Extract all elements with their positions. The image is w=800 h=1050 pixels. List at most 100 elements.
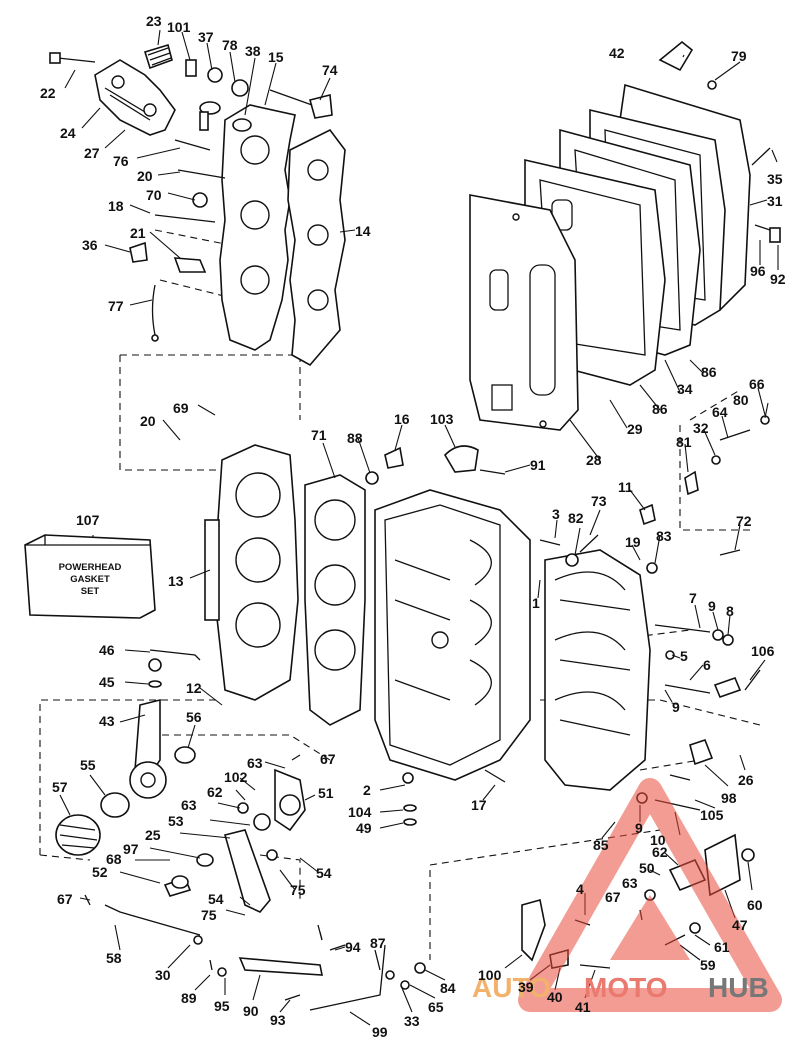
callout-label: 20 (140, 413, 156, 429)
callout-label: 62 (207, 784, 223, 800)
callout-label: 17 (471, 797, 487, 813)
callout-label: 34 (677, 381, 693, 397)
callout-label: 82 (568, 510, 584, 526)
callout-label: 47 (732, 917, 748, 933)
callout-label: 38 (245, 43, 261, 59)
callout-label: 58 (106, 950, 122, 966)
callout-label: 9 (672, 699, 680, 715)
callout-label: 12 (186, 680, 202, 696)
callout-label: 54 (208, 891, 224, 907)
callout-label: 71 (311, 427, 327, 443)
callout-label: 2 (363, 782, 371, 798)
callout-label: 68 (106, 851, 122, 867)
callout-label: 23 (146, 13, 162, 29)
callout-label: 27 (84, 145, 100, 161)
callout-label: 77 (108, 298, 124, 314)
callout-label: 25 (145, 827, 161, 843)
callout-label: 67 (320, 751, 336, 767)
top-left-hardware (49, 43, 333, 342)
exhaust-covers (469, 40, 781, 431)
callout-label: 37 (198, 29, 214, 45)
callout-label: 18 (108, 198, 124, 214)
callout-label: 67 (57, 891, 73, 907)
callout-label: 74 (322, 62, 338, 78)
callout-label: 46 (99, 642, 115, 658)
cylinder-block (204, 444, 651, 791)
callout-label: 52 (92, 864, 108, 880)
callout-label: 5 (680, 648, 688, 664)
callout-label: 81 (676, 434, 692, 450)
callout-label: 67 (605, 889, 621, 905)
callout-label: 75 (290, 882, 306, 898)
powerhead-gasket-set-box: POWERHEAD GASKET SET (24, 534, 156, 619)
callout-label: 104 (348, 804, 372, 820)
callout-label: 63 (247, 755, 263, 771)
callout-label: 7 (689, 590, 697, 606)
callout-label: 91 (530, 457, 546, 473)
callout-label: 78 (222, 37, 238, 53)
callout-label: 33 (404, 1013, 420, 1029)
callout-label: 50 (639, 860, 655, 876)
callout-label: 99 (372, 1024, 388, 1040)
callout-label: 32 (693, 420, 709, 436)
center-hardware (365, 415, 770, 826)
callout-label: 9 (708, 598, 716, 614)
thermostat-cover-plate (94, 59, 176, 136)
callout-label: 79 (731, 48, 747, 64)
callout-label: 105 (700, 807, 724, 823)
callout-label: 20 (137, 168, 153, 184)
callout-label: 62 (652, 844, 668, 860)
callout-label: 15 (268, 49, 284, 65)
callout-label: 72 (736, 513, 752, 529)
callout-label: 95 (214, 998, 230, 1014)
watermark-logo: AUTO MOTO HUB (472, 778, 782, 1012)
callout-label: 100 (478, 967, 502, 983)
callout-label: 85 (593, 837, 609, 853)
watermark-moto: MOTO (584, 972, 667, 1003)
callout-label: 107 (76, 512, 100, 528)
callout-label: 28 (586, 452, 602, 468)
callout-label: 31 (767, 193, 783, 209)
callout-label: 43 (99, 713, 115, 729)
callout-label: 60 (747, 897, 763, 913)
callout-label: 45 (99, 674, 115, 690)
callout-label: 51 (318, 785, 334, 801)
callout-label: 73 (591, 493, 607, 509)
callout-label: 56 (186, 709, 202, 725)
callout-label: 19 (625, 534, 641, 550)
callout-label: 53 (168, 813, 184, 829)
callout-label: 76 (113, 153, 129, 169)
callout-label: 61 (714, 939, 730, 955)
watermark-auto: AUTO (472, 972, 551, 1003)
callout-label: 11 (618, 479, 633, 495)
callout-label: 30 (155, 967, 171, 983)
callout-label: 87 (370, 935, 386, 951)
callout-label: 10 (650, 832, 666, 848)
callout-label: 97 (123, 841, 139, 857)
callout-label: 57 (52, 779, 68, 795)
callout-label: 94 (345, 939, 361, 955)
callout-label: 55 (80, 757, 96, 773)
callout-label: 92 (770, 271, 786, 287)
callout-label: 80 (733, 392, 749, 408)
callout-label: 98 (721, 790, 737, 806)
callout-label: 35 (767, 171, 783, 187)
callout-label: 75 (201, 907, 217, 923)
callout-label: 90 (243, 1003, 259, 1019)
watermark-hub: HUB (708, 972, 769, 1003)
callout-label: 59 (700, 957, 716, 973)
callout-label: 6 (703, 657, 711, 673)
callout-label: 8 (726, 603, 734, 619)
callout-label: 69 (173, 400, 189, 416)
callout-label: 96 (750, 263, 766, 279)
callout-label: 29 (627, 421, 643, 437)
gasket-box-line3: SET (81, 586, 100, 597)
callout-label: 21 (130, 225, 146, 241)
callout-label: 103 (430, 411, 454, 427)
callout-label: 24 (60, 125, 76, 141)
callout-label: 89 (181, 990, 197, 1006)
callout-labels: 23 101 37 78 38 15 74 42 79 22 24 27 76 … (40, 13, 786, 1040)
cylinder-head-cover (219, 104, 346, 367)
callout-label: 22 (40, 85, 56, 101)
